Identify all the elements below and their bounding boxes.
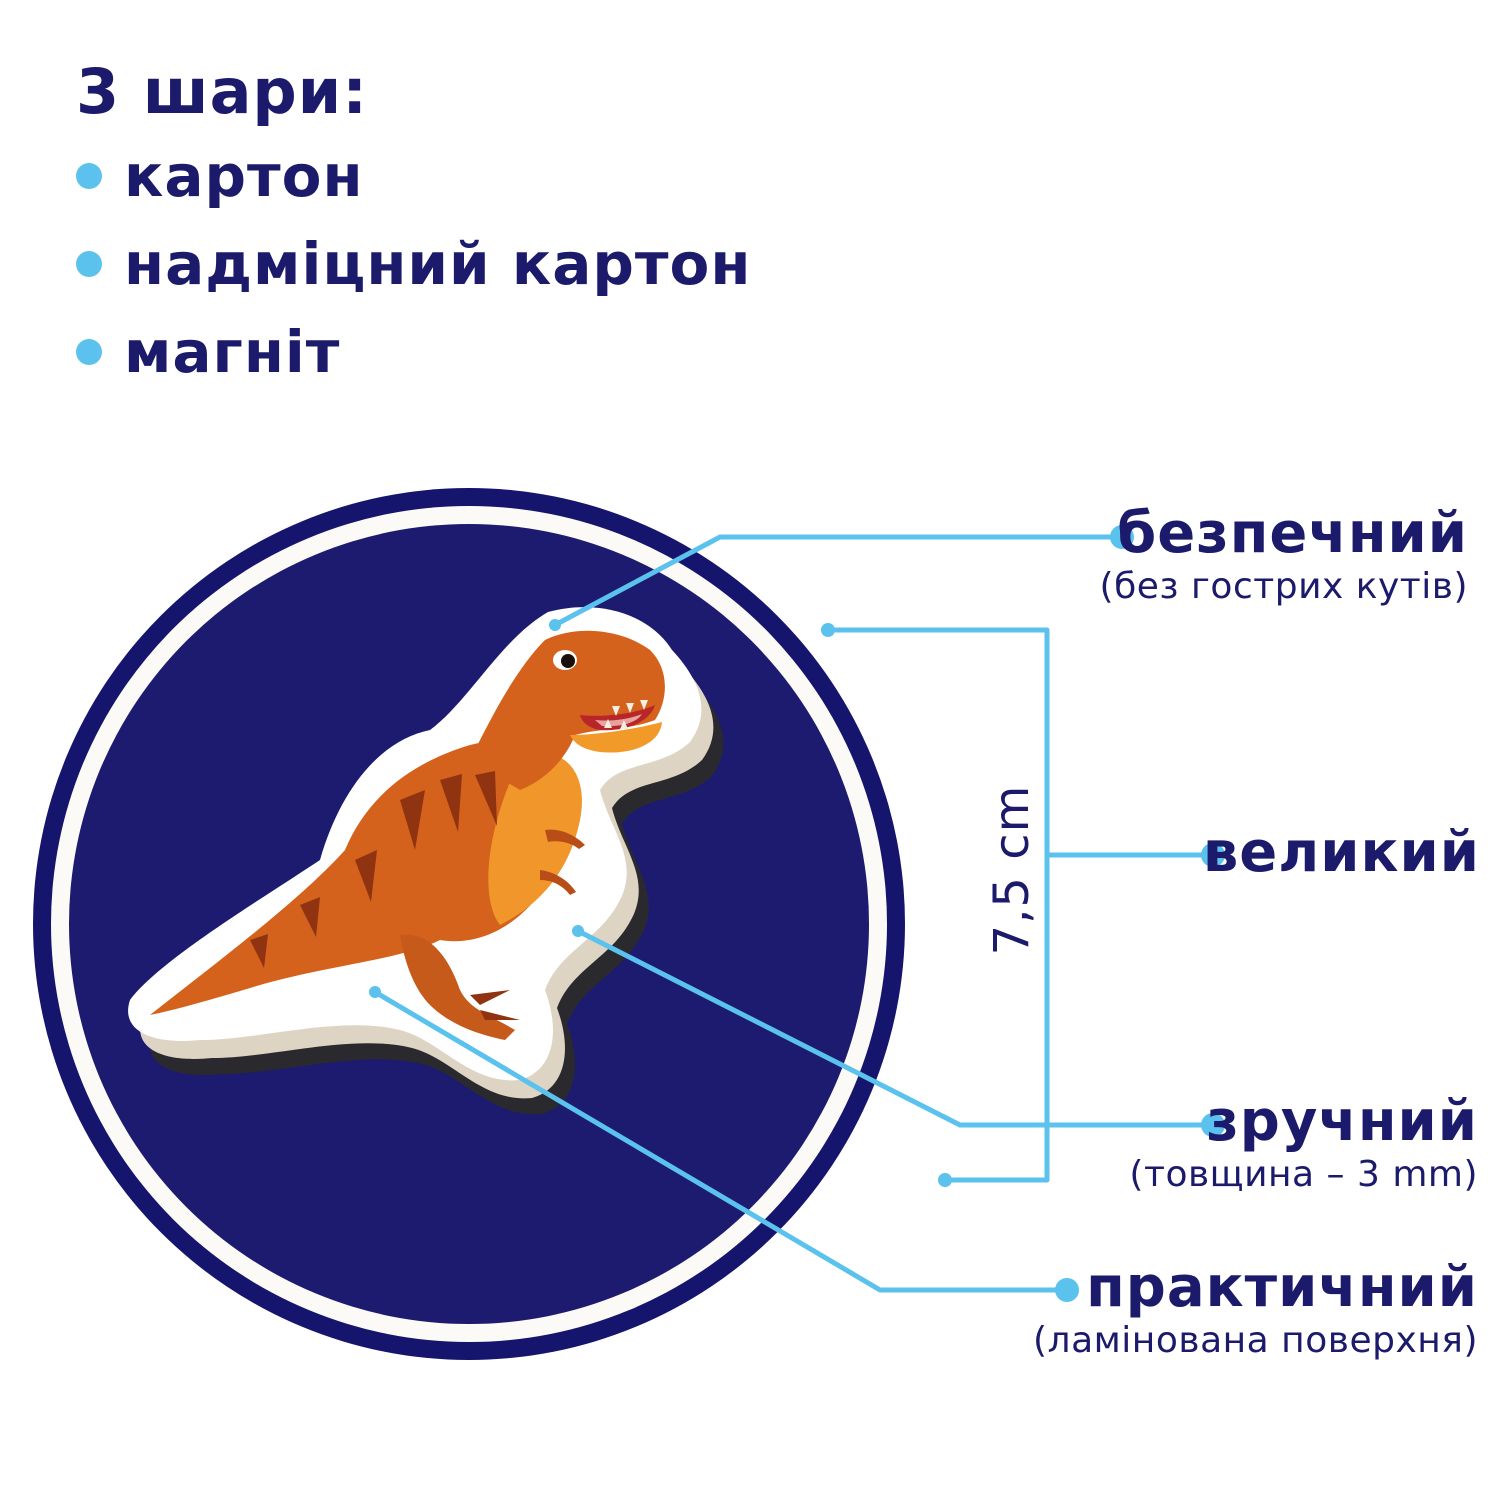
dot-practical-icon (1055, 1278, 1079, 1302)
connector-dots (369, 525, 1225, 1302)
layer-label: магніт (124, 318, 341, 386)
connector-safe (552, 534, 1125, 628)
layers-list: 3 шари: картон надміцний картон магніт (76, 52, 751, 396)
dot-practical-anchor-icon (369, 986, 381, 998)
feature-title: великий (1202, 820, 1480, 885)
dot-dimension-top-icon (821, 623, 835, 637)
layer-label: надміцний картон (124, 230, 752, 298)
feature-practical: практичний (ламінована поверхня) (1033, 1257, 1478, 1363)
feature-title: зручний (1206, 1089, 1478, 1154)
dimension-bracket (825, 627, 1050, 1183)
feature-safe: безпечний (без гострих кутів) (1100, 503, 1468, 609)
connector-lines (372, 534, 1216, 1293)
bullet-icon (76, 251, 102, 277)
layer-item-cardboard: картон (76, 132, 751, 220)
feature-note: (ламінована поверхня) (1033, 1320, 1478, 1361)
layer-item-extra-strong-cardboard: надміцний картон (76, 220, 751, 308)
feature-note: (товщина – 3 mm) (1129, 1154, 1478, 1195)
dot-safe-anchor-icon (549, 619, 561, 631)
connector-practical (372, 989, 1070, 1293)
feature-large: великий (1203, 822, 1480, 884)
dot-large-icon (1201, 843, 1225, 867)
layer-item-magnet: магніт (76, 308, 751, 396)
connector-convenient (575, 928, 1216, 1128)
bullet-icon (76, 163, 102, 189)
feature-title: безпечний (1117, 501, 1468, 566)
feature-note: (без гострих кутів) (1099, 566, 1468, 607)
dot-dimension-bottom-icon (938, 1173, 952, 1187)
dino-magnet-icon (128, 607, 724, 1115)
layer-label: картон (124, 142, 364, 210)
dot-safe-icon (1110, 525, 1134, 549)
dimension-label: 7,5 cm (984, 784, 1040, 956)
dot-convenient-icon (1201, 1113, 1225, 1137)
feature-title: практичний (1086, 1255, 1478, 1320)
layers-title: 3 шари: (76, 55, 369, 128)
dot-convenient-anchor-icon (572, 925, 584, 937)
feature-convenient: зручний (товщина – 3 mm) (1129, 1091, 1478, 1197)
bullet-icon (76, 339, 102, 365)
